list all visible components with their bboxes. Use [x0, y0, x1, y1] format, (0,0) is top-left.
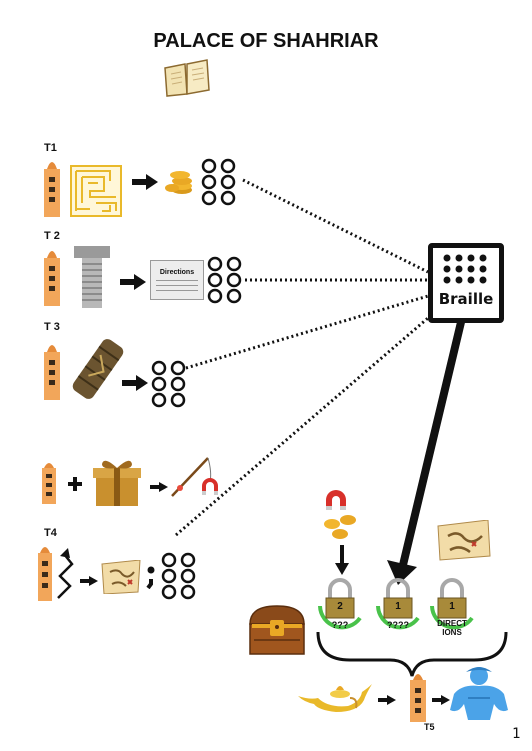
plus-icon — [68, 477, 82, 491]
treasure-map-icon — [437, 520, 491, 561]
treasure-map-icon — [101, 560, 141, 594]
arrow-icon — [122, 375, 148, 391]
arrow-icon — [132, 174, 158, 190]
row-label-t3: T 3 — [44, 321, 60, 333]
small-arrow-icon — [432, 695, 450, 705]
scroll-icon — [72, 339, 124, 399]
lock-1-code: ??? — [331, 620, 349, 630]
tower-icon — [42, 463, 56, 504]
final-label: T5 — [424, 722, 435, 732]
small-arrow-icon — [150, 482, 168, 492]
tower-icon — [44, 162, 60, 217]
fishing-rod-magnet-icon — [171, 457, 218, 497]
padlock-icon — [318, 578, 362, 630]
lock-3-code: DIRECT IONS — [437, 619, 467, 637]
row-label-t4: T4 — [44, 527, 57, 539]
braille-cell-t2 — [207, 256, 242, 304]
page-number: 1 — [512, 726, 521, 742]
directions-paper: Directions — [150, 260, 204, 300]
braille-cell-t3 — [151, 360, 186, 408]
genie-icon — [450, 667, 508, 720]
braille-box: Braille — [428, 243, 504, 323]
open-book-icon — [164, 59, 210, 97]
padlock-icon — [376, 578, 420, 630]
lock-2[interactable]: 1 ???? — [372, 576, 424, 638]
padlock-icon — [430, 578, 474, 630]
maze-icon — [70, 165, 122, 217]
tower-icon — [410, 674, 426, 722]
gift-box-icon — [93, 460, 141, 506]
braille-cell-t4 — [161, 552, 196, 600]
lock-1[interactable]: 2 ??? — [314, 576, 366, 638]
lock-3[interactable]: 1 DIRECT IONS — [426, 576, 478, 640]
lock-1-number: 2 — [337, 601, 343, 612]
braille-label: Braille — [438, 290, 494, 308]
lock-2-number: 1 — [395, 601, 401, 612]
bolt-icon — [74, 246, 110, 308]
tower-icon — [38, 547, 52, 601]
braille-dots-grid — [443, 254, 487, 284]
treasure-chest-icon — [249, 605, 305, 655]
small-arrow-icon — [378, 695, 396, 705]
row-label-t2: T 2 — [44, 230, 60, 242]
semicolon-mark — [146, 566, 155, 589]
small-arrow-icon — [80, 576, 98, 586]
lock-3-number: 1 — [449, 601, 455, 612]
page-title: PALACE OF SHAHRIAR — [153, 30, 379, 52]
coins-icon — [165, 171, 192, 194]
arrow-icon — [120, 274, 146, 290]
tower-icon — [44, 345, 60, 400]
magic-lamp-icon — [298, 684, 372, 712]
tower-icon — [44, 251, 60, 306]
row-label-t1: T1 — [44, 142, 57, 154]
directions-paper-text: Directions — [159, 269, 195, 276]
magnet-coins-icon — [324, 490, 356, 539]
zigzag-arrow-icon — [57, 548, 74, 599]
lock-2-code: ???? — [387, 620, 409, 630]
braille-cell-t1 — [201, 158, 236, 206]
